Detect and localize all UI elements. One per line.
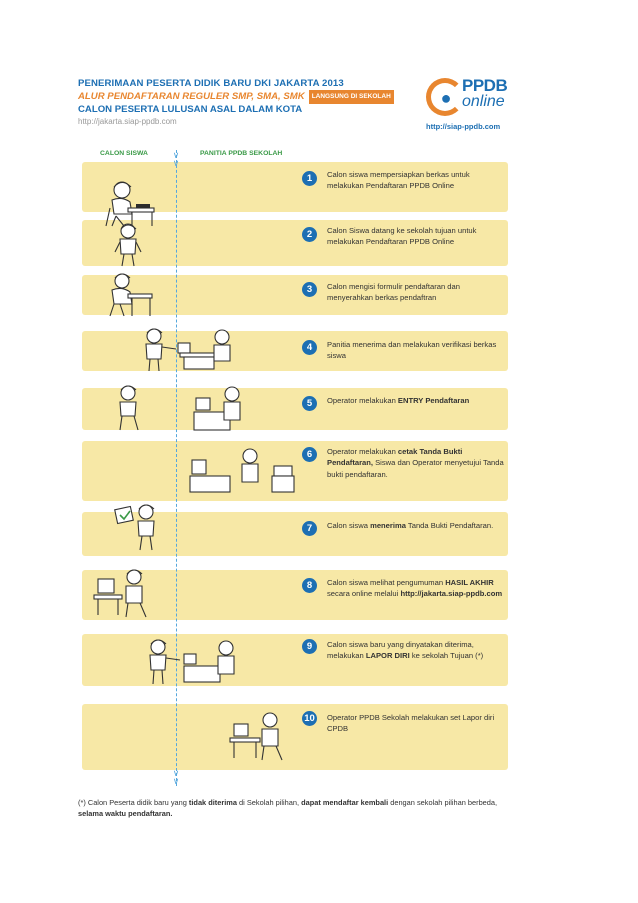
bold-text: http://jakarta.siap-ppdb.com	[400, 589, 503, 599]
text-segment: Calon mengisi formulir pendaftaran dan m…	[327, 282, 460, 303]
operator-computer-illustration	[229, 712, 283, 761]
timeline-axis	[176, 150, 177, 786]
text-segment: Calon Siswa datang ke sekolah tujuan unt…	[327, 226, 477, 247]
column-calon-siswa: CALON SISWA	[100, 150, 148, 157]
student-handing-illustration	[145, 328, 231, 372]
student-computer-illustration	[93, 569, 147, 618]
logo-ring-icon	[426, 78, 464, 116]
step-number: 8	[302, 578, 317, 593]
text-segment: Operator melakukan	[327, 396, 398, 405]
logo-url: http://siap-ppdb.com	[426, 122, 501, 131]
step-number: 3	[302, 282, 317, 297]
text-segment: ke sekolah Tujuan (*)	[409, 651, 484, 661]
bold-text: HASIL AKHIR	[445, 578, 494, 587]
text-segment: Siswa dan Operator menyetujui Tanda bukt…	[327, 458, 504, 479]
step-text: Panitia menerima dan melakukan verifikas…	[327, 339, 505, 362]
print-illustration	[189, 448, 295, 493]
student-walking-illustration	[114, 223, 142, 267]
ppdb-logo: ● PPDB online http://siap-ppdb.com	[424, 76, 520, 136]
step-card: 2 Calon Siswa datang ke sekolah tujuan u…	[82, 220, 508, 266]
column-panitia: PANITIA PPDB SEKOLAH	[200, 150, 283, 157]
bold-text: tidak diterima	[188, 798, 237, 807]
text-segment: Calon siswa melihat pengumuman	[327, 578, 446, 587]
step-card: 10 Operator PPDB Sekolah melakukan set L…	[82, 704, 508, 770]
step-text: Operator melakukan ENTRY Pendaftaran	[327, 395, 505, 406]
logo-figure-icon: ●	[440, 88, 452, 108]
step-text: Calon mengisi formulir pendaftaran dan m…	[327, 281, 505, 304]
logo-word2: online	[462, 93, 505, 110]
bold-text: dapat mendaftar kembali	[301, 798, 389, 807]
text-segment: Calon siswa	[327, 521, 371, 530]
student-receive-illustration	[114, 504, 155, 551]
text-segment: Operator melakukan	[327, 447, 398, 456]
chevron-down-icon: ∨	[172, 150, 180, 160]
text-segment: Panitia menerima dan melakukan verifikas…	[327, 340, 497, 361]
bold-text: menerima	[370, 521, 406, 530]
bold-text: cetak Tanda Bukti Pendaftaran,	[327, 447, 463, 468]
step-card: 3 Calon mengisi formulir pendaftaran dan…	[82, 275, 508, 315]
step-number: 7	[302, 521, 317, 536]
bold-text: ENTRY Pendaftaran	[397, 396, 470, 405]
student-writing-illustration	[109, 273, 153, 317]
page-subtitle-2: CALON PESERTA LULUSAN ASAL DALAM KOTA	[78, 104, 303, 115]
footnote: (*) Calon Peserta didik baru yang tidak …	[78, 797, 508, 819]
chevron-down-icon: ∨	[172, 768, 180, 778]
chevron-down-icon: ∨	[172, 158, 180, 168]
bold-text: selama waktu pendaftaran.	[78, 809, 173, 818]
badge: LANGSUNG DI SEKOLAH	[308, 90, 394, 104]
text-segment: Operator PPDB Sekolah melakukan set Lapo…	[327, 713, 495, 734]
step-text: Calon Siswa datang ke sekolah tujuan unt…	[327, 225, 505, 248]
step-number: 1	[302, 171, 317, 186]
logo-word1: PPDB	[462, 76, 508, 95]
text-segment: Tanda Bukti Pendaftaran.	[405, 521, 494, 530]
lapor-diri-illustration	[149, 639, 235, 685]
text-segment: Calon siswa mempersiapkan berkas untuk m…	[327, 170, 470, 191]
step-text: Operator melakukan cetak Tanda Bukti Pen…	[327, 446, 505, 480]
step-card: 1 Calon siswa mempersiapkan berkas untuk…	[82, 162, 508, 212]
step-card: 8 Calon siswa melihat pengumuman HASIL A…	[82, 570, 508, 620]
bold-text: LAPOR DIRI	[365, 651, 410, 661]
chevron-down-icon: ∨	[172, 776, 180, 786]
step-text: Calon siswa mempersiapkan berkas untuk m…	[327, 169, 505, 192]
header: PENERIMAAN PESERTA DIDIK BARU DKI JAKART…	[78, 78, 408, 128]
page-title: PENERIMAAN PESERTA DIDIK BARU DKI JAKART…	[78, 78, 344, 89]
step-text: Calon siswa menerima Tanda Bukti Pendaft…	[327, 520, 505, 531]
step-number: 4	[302, 340, 317, 355]
header-url: http://jakarta.siap-ppdb.com	[78, 117, 177, 126]
step-number: 10	[302, 711, 317, 726]
entry-illustration	[119, 385, 241, 431]
subtitle-text: ALUR PENDAFTARAN REGULER SMP, SMA, SMK	[78, 91, 305, 102]
text-segment: secara online melalui	[327, 589, 401, 599]
text-segment: di Sekolah pilihan,	[236, 798, 302, 807]
step-card: 5 Operator melakukan ENTRY Pendaftaran	[82, 388, 508, 430]
text-segment: dengan sekolah pilihan berbeda,	[388, 798, 498, 807]
student-desk-illustration	[105, 181, 155, 227]
step-text: Calon siswa melihat pengumuman HASIL AKH…	[327, 577, 505, 600]
step-text: Operator PPDB Sekolah melakukan set Lapo…	[327, 712, 505, 735]
step-number: 2	[302, 227, 317, 242]
text-segment: Calon siswa baru yang dinyatakan diterim…	[327, 640, 474, 661]
text-segment: (*) Calon Peserta didik baru yang	[78, 798, 189, 807]
step-number: 5	[302, 396, 317, 411]
step-number: 6	[302, 447, 317, 462]
step-number: 9	[302, 639, 317, 654]
step-text: Calon siswa baru yang dinyatakan diterim…	[327, 639, 505, 662]
step-card: 6 Operator melakukan cetak Tanda Bukti P…	[82, 441, 508, 501]
